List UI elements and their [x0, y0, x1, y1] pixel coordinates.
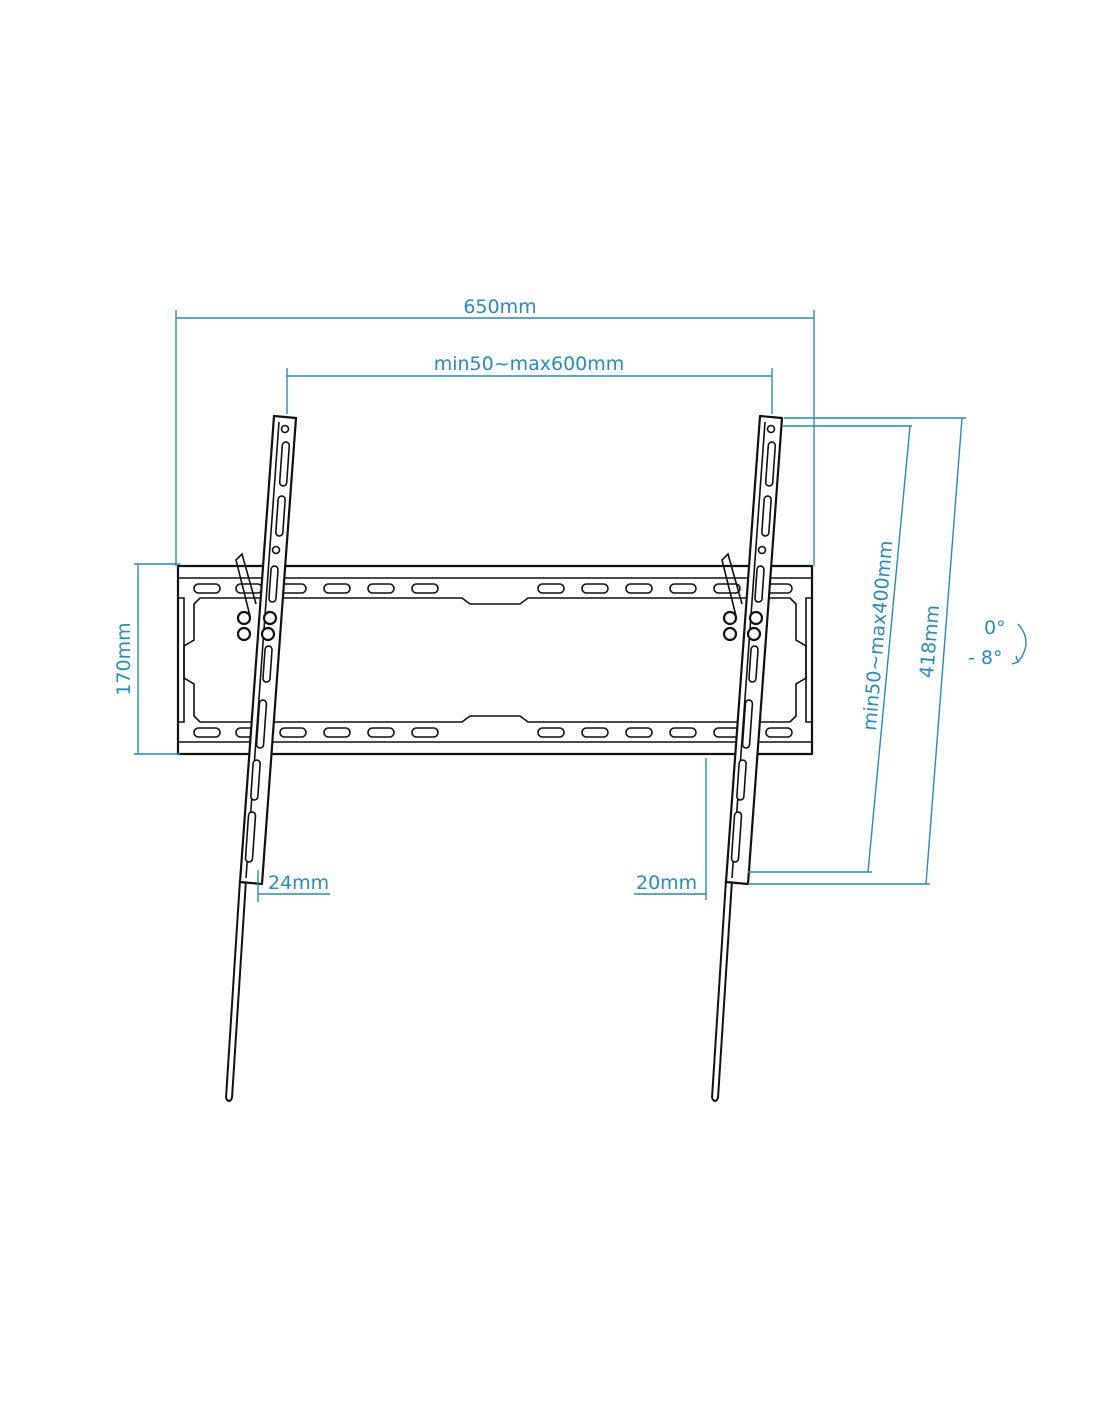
slot	[581, 583, 609, 594]
slot	[367, 727, 395, 738]
vesa-vertical-label: min50~max400mm	[859, 540, 898, 732]
bracket-width-right-label: 20mm	[636, 872, 697, 894]
slot	[193, 583, 221, 594]
slot	[411, 583, 439, 594]
slot	[323, 583, 351, 594]
tilt-min-label: - 8°	[968, 647, 1002, 669]
bracket-width-left-label: 24mm	[268, 872, 329, 894]
wall-plate	[176, 564, 814, 756]
right-lock-rod	[711, 879, 727, 1099]
tilt-max-label: 0°	[984, 617, 1006, 639]
slot	[367, 583, 395, 594]
plate-height-label: 170mm	[113, 622, 135, 695]
left-lock-rod	[225, 879, 241, 1099]
slot	[193, 727, 221, 738]
slot	[537, 583, 565, 594]
bracket-length-label: 418mm	[916, 604, 944, 679]
slot	[669, 583, 697, 594]
slot	[625, 727, 653, 738]
slot	[625, 583, 653, 594]
slot	[279, 727, 307, 738]
slot	[235, 583, 263, 594]
slot	[765, 727, 793, 738]
slot	[669, 727, 697, 738]
slot	[411, 727, 439, 738]
dimension-lines	[134, 310, 1027, 902]
slot	[713, 583, 741, 594]
right-tv-bracket	[711, 414, 784, 1102]
vesa-horizontal-label: min50~max600mm	[434, 353, 625, 375]
left-tv-bracket	[225, 414, 298, 1102]
overall-width-label: 650mm	[463, 296, 536, 318]
plate-bottom-slots	[193, 727, 793, 738]
slot	[323, 727, 351, 738]
slot	[537, 727, 565, 738]
slot	[581, 727, 609, 738]
